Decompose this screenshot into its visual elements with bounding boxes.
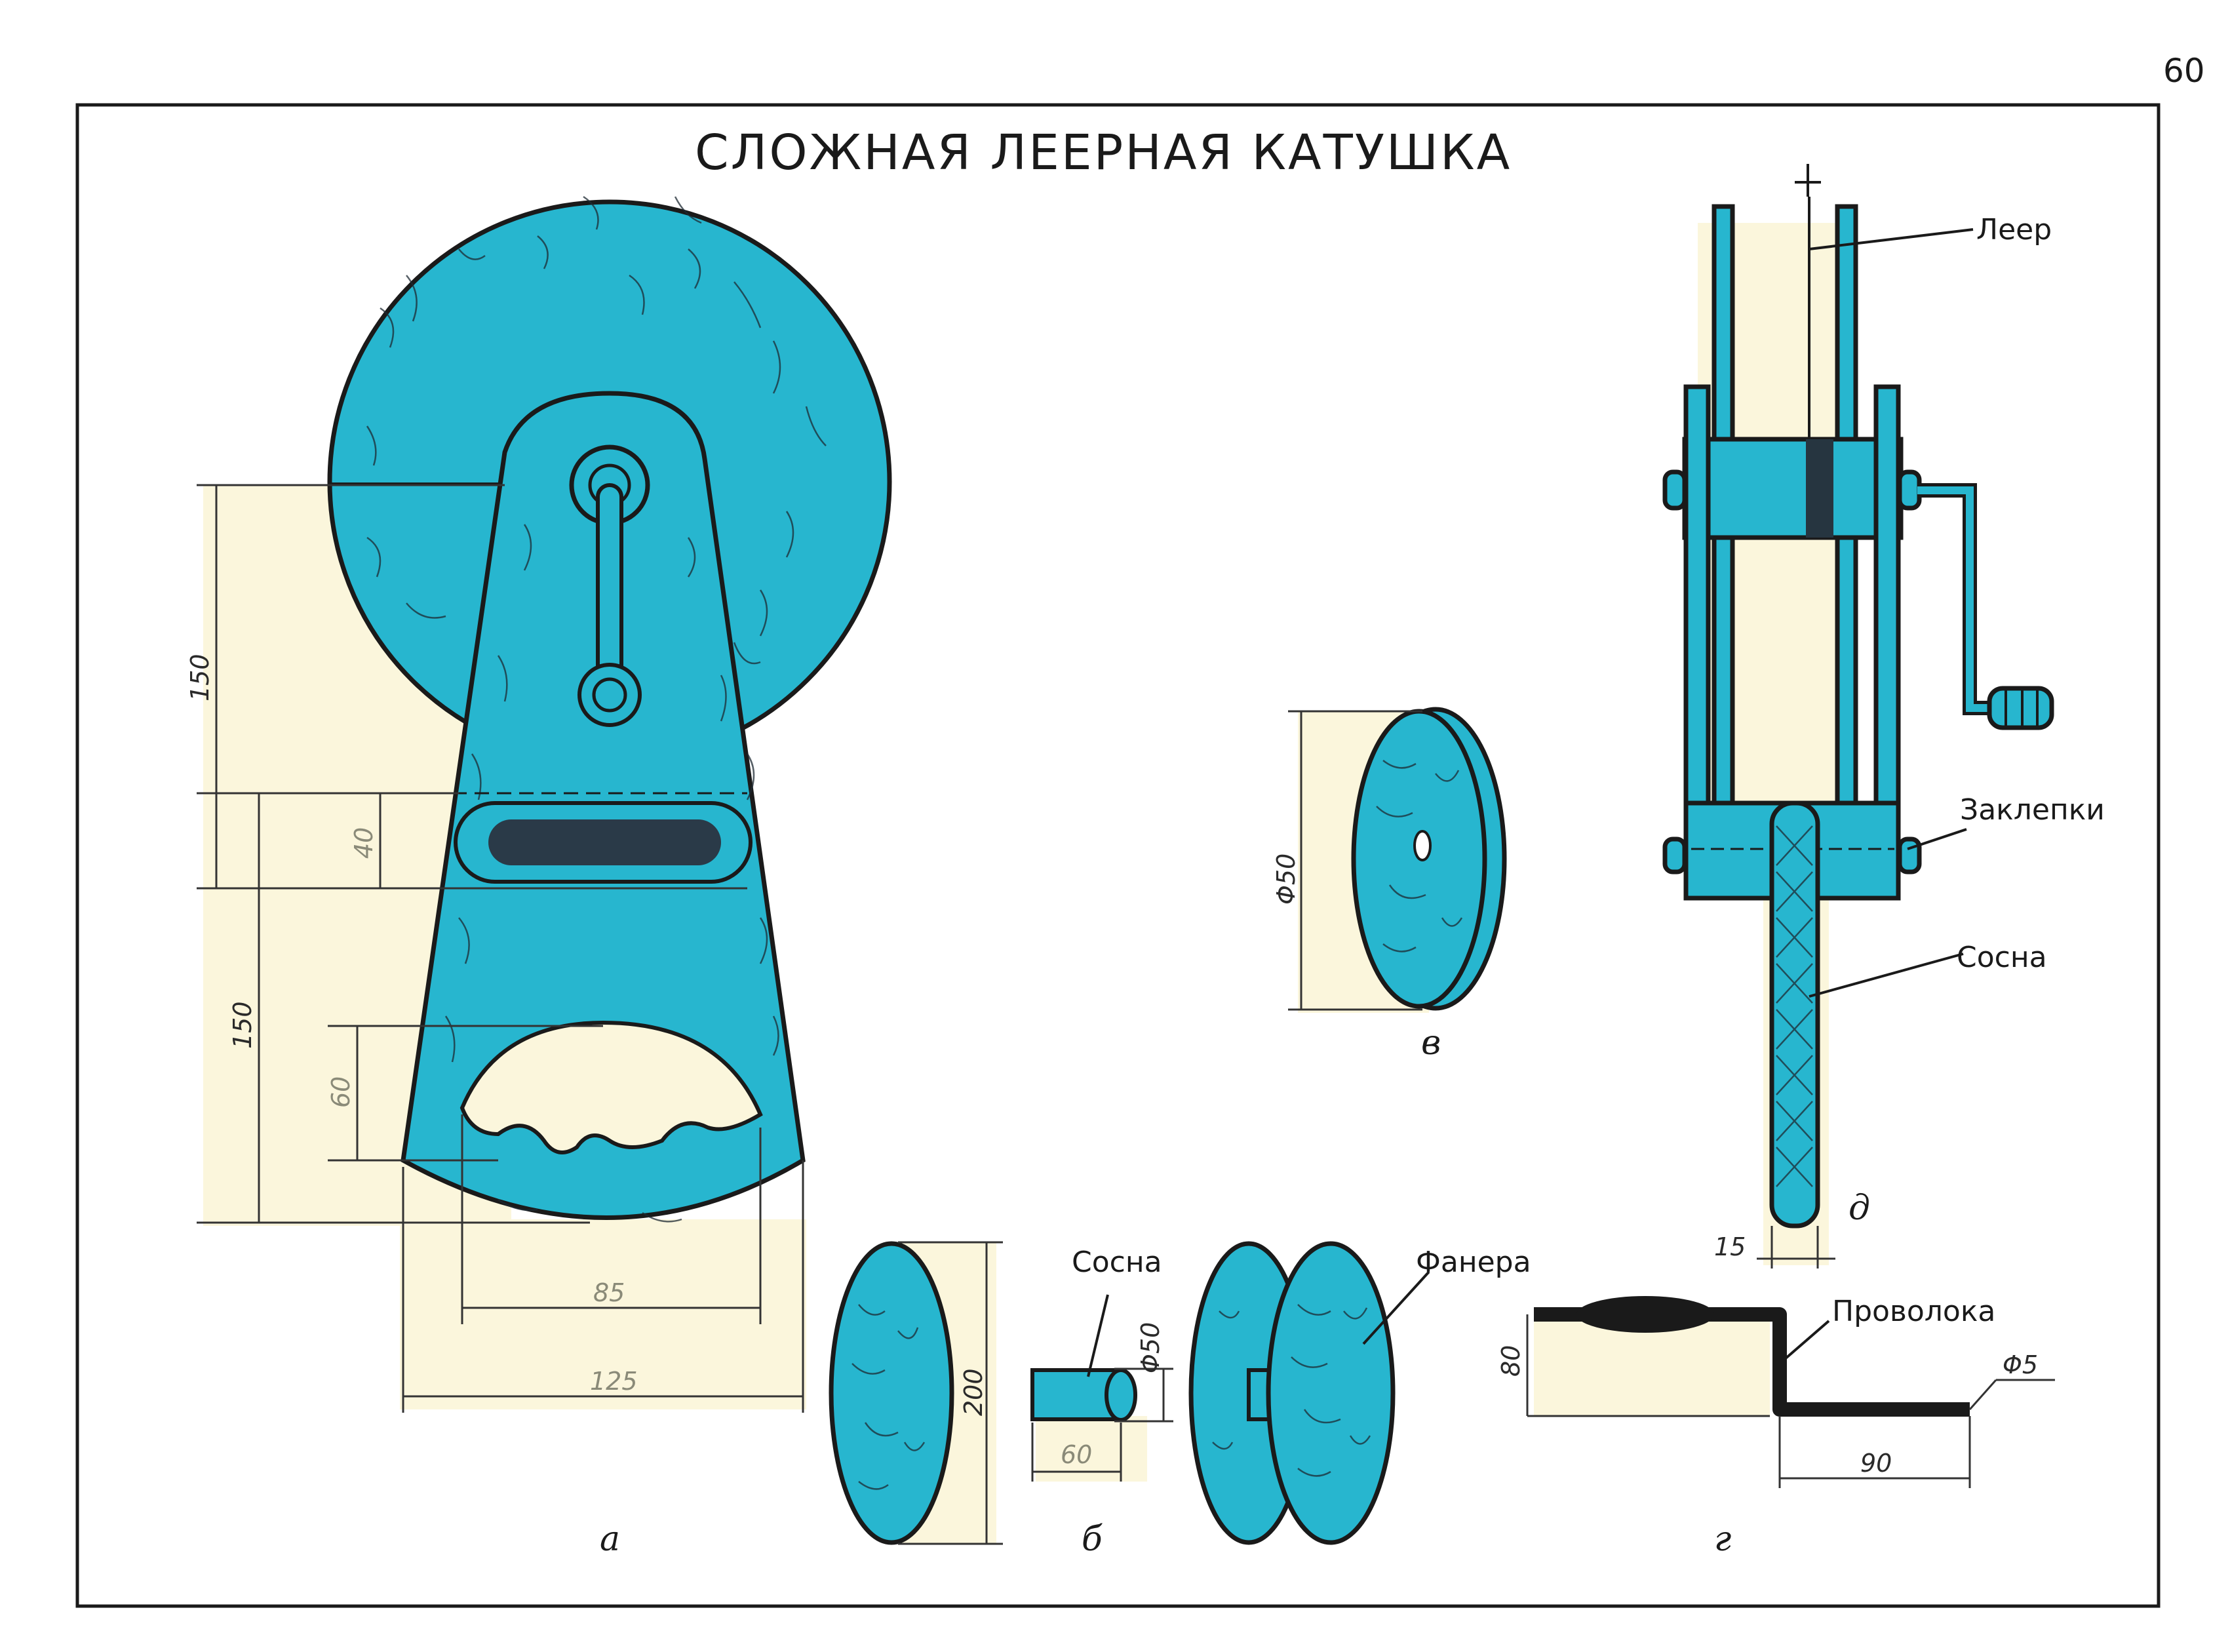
crank-grip [1987, 686, 2054, 730]
hub-end [1105, 1368, 1137, 1422]
page-number: 60 [2163, 52, 2205, 90]
figure-label-d: д [1849, 1189, 1870, 1228]
dim-a-cutout-width: 85 [593, 1278, 625, 1307]
dim-a-lower: 150 [228, 1001, 257, 1049]
disc-hole [1413, 830, 1432, 861]
dim-g-length: 90 [1860, 1449, 1892, 1478]
dim-a-slot: 40 [349, 827, 378, 859]
rope-coil [1806, 439, 1833, 538]
figure-b-parts: 200 Φ50 60 Сосна б Фанера [829, 1241, 1531, 1559]
figure-label-b: б [1082, 1520, 1103, 1559]
wire-grip [1576, 1296, 1714, 1333]
dimension-field [1036, 1416, 1147, 1482]
spool-disc-front [1266, 1241, 1396, 1545]
callout-zaklepki: Заклепки [1960, 793, 2105, 827]
figure-v-disc: Φ50 в [1272, 707, 1507, 1063]
wood-grain [851, 1304, 926, 1490]
pine-post [1769, 800, 1820, 1229]
callout-sosna-d: Сосна [1957, 941, 2047, 974]
rivet-left [1662, 836, 1687, 875]
figure-d-front-view: 15 Леер Заклепки Сосна д [1662, 164, 2105, 1268]
handhold-cutout [460, 1020, 763, 1154]
callout-leer: Леер [1976, 213, 2052, 246]
wood-grain [366, 195, 827, 665]
crank-pin-inner [592, 677, 627, 713]
callout-sosna-b: Сосна [1072, 1246, 1162, 1279]
slot-bar [488, 819, 721, 865]
callout-fanera: Фанера [1416, 1246, 1531, 1279]
wood-grain [1212, 1304, 1371, 1477]
disc-part [829, 1241, 954, 1545]
dim-v-diameter: Φ50 [1272, 854, 1301, 905]
axle-nub-left [1662, 469, 1687, 511]
dim-hub-length: 60 [1061, 1440, 1092, 1469]
hub-block [1682, 437, 1904, 540]
figure-label-v: в [1421, 1023, 1441, 1063]
figure-g-crank-wire: 80 90 Φ5 Проволока г [1496, 1295, 2055, 1559]
dim-disc-diameter: 200 [959, 1368, 988, 1416]
crank-handle-fill [1917, 486, 1993, 712]
dim-a-base-width: 125 [590, 1367, 638, 1396]
rivet-right [1897, 836, 1922, 875]
figure-label-g: г [1714, 1520, 1731, 1559]
wood-grain [1376, 760, 1463, 953]
dim-g-height: 80 [1496, 1345, 1525, 1377]
wood-grain [1776, 825, 1813, 1187]
dim-d-axle: 15 [1714, 1232, 1746, 1261]
wood-grain [444, 524, 779, 1223]
axle-nub-right [1897, 469, 1922, 511]
figure-label-a: а [600, 1520, 620, 1559]
dim-a-cutout: 60 [326, 1076, 355, 1108]
page-title: СЛОЖНАЯ ЛЕЕРНАЯ КАТУШКА [695, 125, 1512, 181]
crank-pin [577, 663, 642, 727]
dim-a-upper: 150 [186, 654, 214, 701]
figure-a-side-view: 150 40 150 60 85 125 а [186, 195, 892, 1559]
callout-provoloka: Проволока [1832, 1295, 1995, 1328]
dim-hub-diameter: Φ50 [1136, 1322, 1165, 1373]
dim-g-wire: Φ5 [2003, 1350, 2038, 1379]
dimension-field [400, 1219, 806, 1409]
